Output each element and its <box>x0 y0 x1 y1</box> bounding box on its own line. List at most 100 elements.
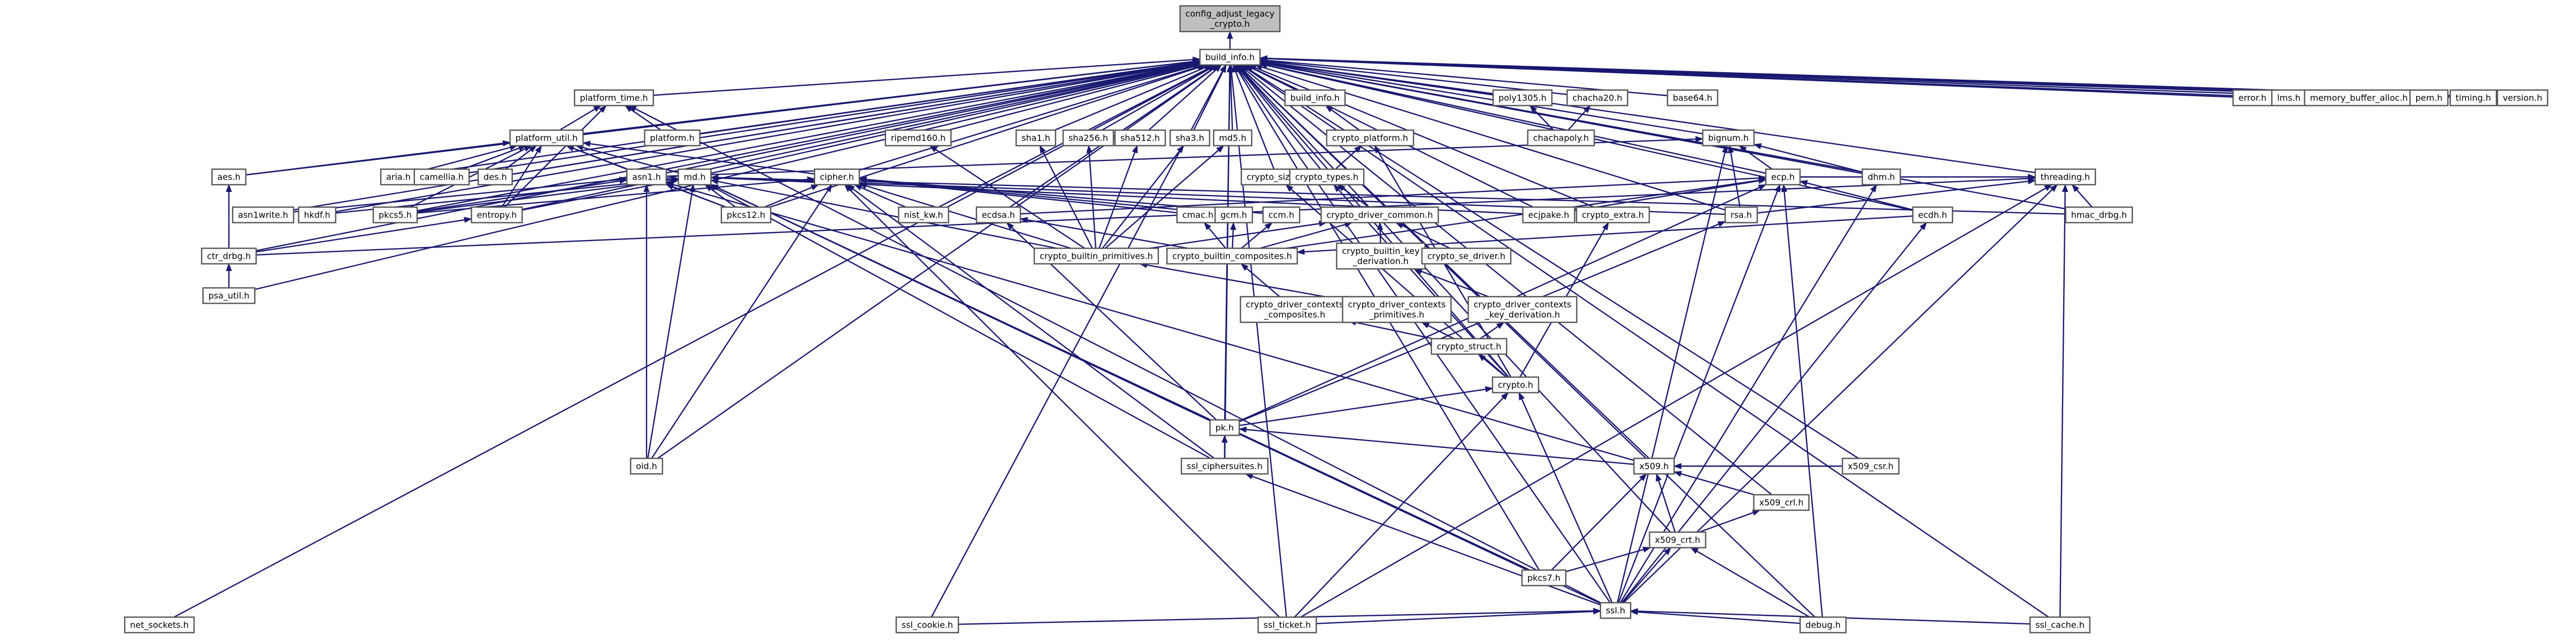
node-asn1write[interactable]: asn1write.h <box>232 206 295 223</box>
node-x509[interactable]: x509.h <box>1633 458 1675 475</box>
node-box[interactable] <box>1262 206 1301 223</box>
node-cmac[interactable]: cmac.h <box>1176 206 1220 223</box>
node-box[interactable] <box>1342 296 1452 323</box>
node-box[interactable] <box>211 168 247 185</box>
node-box[interactable] <box>1257 616 1317 633</box>
node-crypto-builtin-key-derivation[interactable]: crypto_builtin_key_derivation.h <box>1336 242 1426 270</box>
node-box[interactable] <box>509 129 584 146</box>
node-box[interactable] <box>1666 89 1719 106</box>
node-threading[interactable]: threading.h <box>2034 168 2096 185</box>
node-platform[interactable]: platform.h <box>644 129 701 146</box>
node-ssl-ciphersuites[interactable]: ssl_ciphersuites.h <box>1180 458 1269 475</box>
node-ccm[interactable]: ccm.h <box>1262 206 1301 223</box>
node-crypto-builtin-primitives[interactable]: crypto_builtin_primitives.h <box>1033 247 1159 265</box>
node-box[interactable] <box>201 247 257 265</box>
node-box[interactable] <box>720 206 772 223</box>
node-box[interactable] <box>1765 168 1801 185</box>
node-poly1305[interactable]: poly1305.h <box>1492 89 1553 106</box>
node-ecp[interactable]: ecp.h <box>1765 168 1801 185</box>
node-box[interactable] <box>1431 338 1508 355</box>
node-bignum[interactable]: bignum.h <box>1702 129 1755 146</box>
node-box[interactable] <box>1527 129 1595 146</box>
node-crypto-driver-contexts-primitives[interactable]: crypto_driver_contexts_primitives.h <box>1342 296 1452 323</box>
node-box[interactable] <box>1702 129 1755 146</box>
node-box[interactable] <box>1213 129 1252 146</box>
node-gcm[interactable]: gcm.h <box>1214 206 1254 223</box>
node-box[interactable] <box>1492 89 1553 106</box>
node-crypto-driver-contexts-composites[interactable]: crypto_driver_contexts_composites.h <box>1240 296 1350 323</box>
node-sha1[interactable]: sha1.h <box>1015 129 1057 146</box>
node-box[interactable] <box>1566 89 1628 106</box>
node-box[interactable] <box>2034 168 2096 185</box>
node-box[interactable] <box>1209 419 1240 436</box>
node-ecdh[interactable]: ecdh.h <box>1912 206 1954 223</box>
node-asn1[interactable]: asn1.h <box>626 168 667 185</box>
node-ssl-cookie[interactable]: ssl_cookie.h <box>895 616 959 633</box>
node-crypto-driver-common[interactable]: crypto_driver_common.h <box>1320 206 1439 223</box>
node-box[interactable] <box>380 168 417 185</box>
node-box[interactable] <box>1649 531 1706 548</box>
node-pem[interactable]: pem.h <box>2409 89 2449 106</box>
node-box[interactable] <box>1862 168 1901 185</box>
node-box[interactable] <box>372 206 418 223</box>
node-box[interactable] <box>629 458 664 475</box>
node-debug[interactable]: debug.h <box>1799 616 1847 633</box>
node-ecjpake[interactable]: ecjpake.h <box>1522 206 1575 223</box>
node-sha256[interactable]: sha256.h <box>1062 129 1114 146</box>
node-crypto-extra[interactable]: crypto_extra.h <box>1575 206 1650 223</box>
node-box[interactable] <box>1166 247 1298 265</box>
node-box[interactable] <box>2409 89 2449 106</box>
node-crypto-struct[interactable]: crypto_struct.h <box>1431 338 1508 355</box>
node-psa-util[interactable]: psa_util.h <box>202 287 256 304</box>
node-crypto-driver-contexts-key-derivation[interactable]: crypto_driver_contexts_key_derivation.h <box>1467 296 1578 323</box>
node-sha3[interactable]: sha3.h <box>1169 129 1211 146</box>
node-camellia[interactable]: camellia.h <box>413 168 470 185</box>
node-hmac-drbg[interactable]: hmac_drbg.h <box>2065 206 2133 223</box>
node-x509-crt[interactable]: x509_crt.h <box>1649 531 1706 548</box>
node-box[interactable] <box>1633 458 1675 475</box>
node-box[interactable] <box>478 168 513 185</box>
node-platform-time[interactable]: platform_time.h <box>574 89 654 106</box>
node-box[interactable] <box>574 89 654 106</box>
node-box[interactable] <box>1062 129 1114 146</box>
node-box[interactable] <box>1842 458 1900 475</box>
node-aes[interactable]: aes.h <box>211 168 247 185</box>
node-sha512[interactable]: sha512.h <box>1114 129 1166 146</box>
node-timing[interactable]: timing.h <box>2449 89 2497 106</box>
node-box[interactable] <box>1179 5 1281 33</box>
node-box[interactable] <box>1320 206 1439 223</box>
node-box[interactable] <box>975 206 1021 223</box>
node-des[interactable]: des.h <box>478 168 513 185</box>
node-box[interactable] <box>885 129 952 146</box>
node-dhm[interactable]: dhm.h <box>1862 168 1901 185</box>
node-box[interactable] <box>471 206 523 223</box>
node-crypto-builtin-composites[interactable]: crypto_builtin_composites.h <box>1166 247 1298 265</box>
node-pkcs7[interactable]: pkcs7.h <box>1521 569 1567 586</box>
node-box[interactable] <box>413 168 470 185</box>
node-ssl-cache[interactable]: ssl_cache.h <box>2029 616 2091 633</box>
node-box[interactable] <box>644 129 701 146</box>
node-box[interactable] <box>1199 49 1261 66</box>
node-net-sockets[interactable]: net_sockets.h <box>124 616 195 633</box>
node-box[interactable] <box>1467 296 1578 323</box>
node-box[interactable] <box>813 168 860 185</box>
node-box[interactable] <box>298 206 336 223</box>
node-box[interactable] <box>1522 206 1575 223</box>
node-lms[interactable]: lms.h <box>2271 89 2306 106</box>
node-box[interactable] <box>232 206 295 223</box>
node-crypto-platform[interactable]: crypto_platform.h <box>1326 129 1414 146</box>
node-box[interactable] <box>626 168 667 185</box>
node-pkcs12[interactable]: pkcs12.h <box>720 206 772 223</box>
node-crypto-types[interactable]: crypto_types.h <box>1289 168 1365 185</box>
node-box[interactable] <box>1180 458 1269 475</box>
node-config-adjust-legacy-crypto[interactable]: config_adjust_legacy_crypto.h <box>1179 5 1281 33</box>
node-chacha20[interactable]: chacha20.h <box>1566 89 1628 106</box>
node-box[interactable] <box>1169 129 1211 146</box>
node-box[interactable] <box>1521 569 1567 586</box>
node-ecdsa[interactable]: ecdsa.h <box>975 206 1021 223</box>
node-box[interactable] <box>895 616 959 633</box>
node-box[interactable] <box>2065 206 2133 223</box>
node-build-info[interactable]: build_info.h <box>1199 49 1261 66</box>
node-box[interactable] <box>1326 129 1414 146</box>
node-box[interactable] <box>1912 206 1954 223</box>
